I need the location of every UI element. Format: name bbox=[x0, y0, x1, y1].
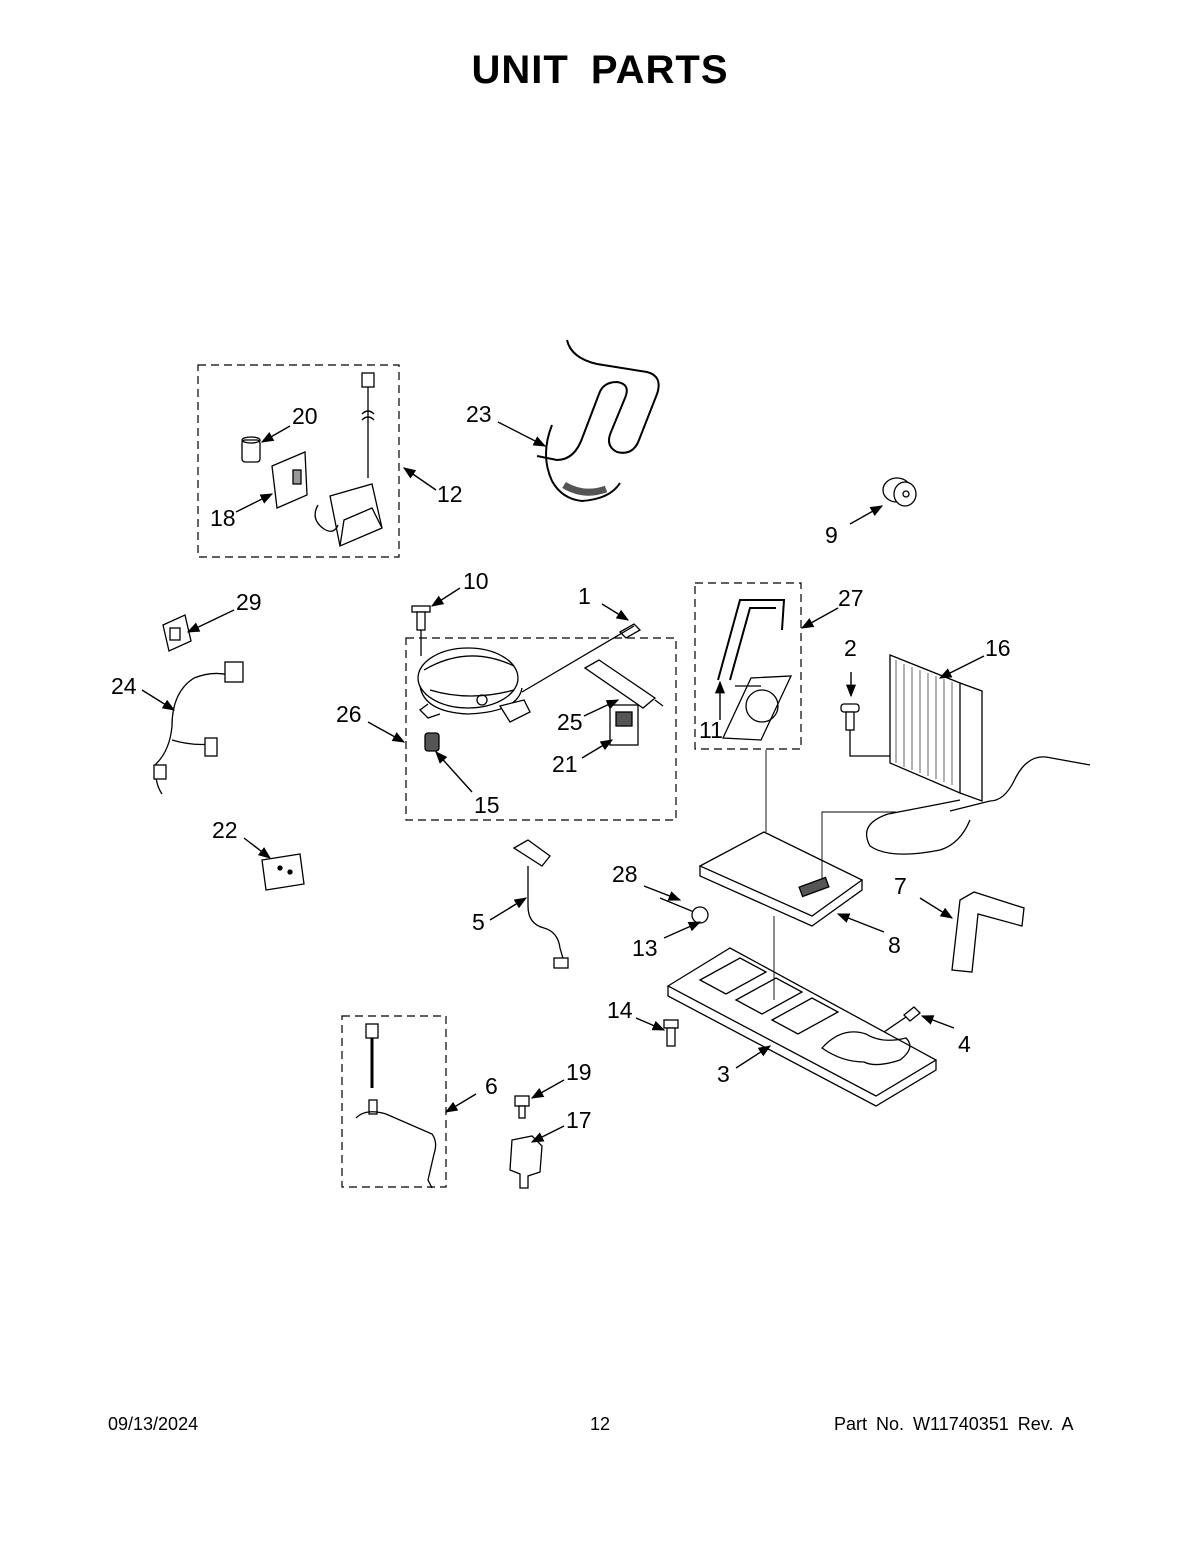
drain-tube-part bbox=[355, 1023, 437, 1189]
pan-screw-part bbox=[883, 1006, 921, 1033]
grommet-part bbox=[882, 477, 917, 507]
callout-26: 26 bbox=[336, 701, 362, 727]
footer-part-number: Part No. W11740351 Rev. A bbox=[834, 1414, 1074, 1434]
base-screw-part bbox=[663, 1019, 679, 1047]
condenser-fan-part bbox=[722, 675, 793, 741]
filter-drier-part bbox=[583, 659, 664, 709]
callout-14: 14 bbox=[607, 997, 633, 1023]
callout-18: 18 bbox=[210, 505, 236, 531]
callout-16: 16 bbox=[985, 635, 1011, 661]
callout-9: 9 bbox=[825, 522, 838, 548]
pin-part bbox=[521, 623, 642, 693]
compressor-group bbox=[405, 637, 677, 821]
callout-7: 7 bbox=[894, 873, 907, 899]
callout-8: 8 bbox=[888, 932, 901, 958]
footer-page-number: 12 bbox=[590, 1414, 611, 1434]
leader-arrows bbox=[141, 421, 985, 1143]
drain-tray-part bbox=[698, 831, 864, 927]
condenser-coil-part bbox=[865, 654, 1091, 855]
callout-29: 29 bbox=[236, 589, 262, 615]
bolt-part bbox=[411, 605, 431, 656]
callout-12: 12 bbox=[437, 481, 463, 507]
fan-frame-tube-part bbox=[717, 599, 786, 681]
insulation-tube-part bbox=[951, 891, 1025, 973]
inverter-module-part bbox=[314, 372, 383, 547]
callout-13: 13 bbox=[632, 935, 658, 961]
sensor-plate-part bbox=[261, 853, 305, 891]
callout-4: 4 bbox=[958, 1031, 971, 1057]
group-boxes bbox=[197, 364, 802, 1188]
callout-28: 28 bbox=[612, 861, 638, 887]
callout-10: 10 bbox=[463, 568, 489, 594]
page-title: UNIT PARTS bbox=[471, 48, 729, 92]
water-valve-tube-part bbox=[512, 839, 569, 969]
callout-6: 6 bbox=[485, 1073, 498, 1099]
footer-date: 09/13/2024 bbox=[108, 1414, 199, 1434]
drain-group bbox=[341, 1015, 447, 1188]
callout-2: 2 bbox=[844, 635, 857, 661]
screw-part bbox=[840, 703, 892, 757]
callout-21: 21 bbox=[552, 751, 578, 777]
callout-20: 20 bbox=[292, 403, 318, 429]
base-pan-part bbox=[666, 947, 938, 1107]
callout-11: 11 bbox=[699, 717, 723, 743]
callout-25: 25 bbox=[557, 709, 583, 735]
retainer-pin-part bbox=[659, 897, 695, 913]
condenser-tube-part bbox=[536, 339, 660, 503]
callout-27: 27 bbox=[838, 585, 864, 611]
callout-labels: 20 18 12 23 9 10 1 29 24 26 15 25 21 27 … bbox=[111, 401, 1011, 1133]
control-box-group bbox=[197, 364, 400, 558]
relay-part bbox=[609, 704, 639, 746]
callout-17: 17 bbox=[566, 1107, 592, 1133]
callout-19: 19 bbox=[566, 1059, 592, 1085]
bracket-screw-part bbox=[514, 1095, 530, 1119]
capacitor-cap-part bbox=[241, 436, 261, 463]
mount-grommet-part bbox=[691, 906, 709, 924]
wire-harness-part bbox=[153, 661, 244, 795]
clip-part bbox=[162, 614, 192, 652]
control-board-part bbox=[271, 451, 308, 509]
callout-1: 1 bbox=[578, 583, 591, 609]
callout-22: 22 bbox=[212, 817, 238, 843]
callout-15: 15 bbox=[474, 792, 500, 818]
compressor-part bbox=[417, 647, 531, 723]
callout-3: 3 bbox=[717, 1061, 730, 1087]
callout-5: 5 bbox=[472, 909, 485, 935]
fan-group bbox=[694, 582, 802, 750]
callout-24: 24 bbox=[111, 673, 137, 699]
connector-lines bbox=[765, 750, 896, 1000]
bracket-part bbox=[509, 1135, 543, 1189]
compressor-grommet-part bbox=[424, 732, 440, 752]
callout-23: 23 bbox=[466, 401, 492, 427]
